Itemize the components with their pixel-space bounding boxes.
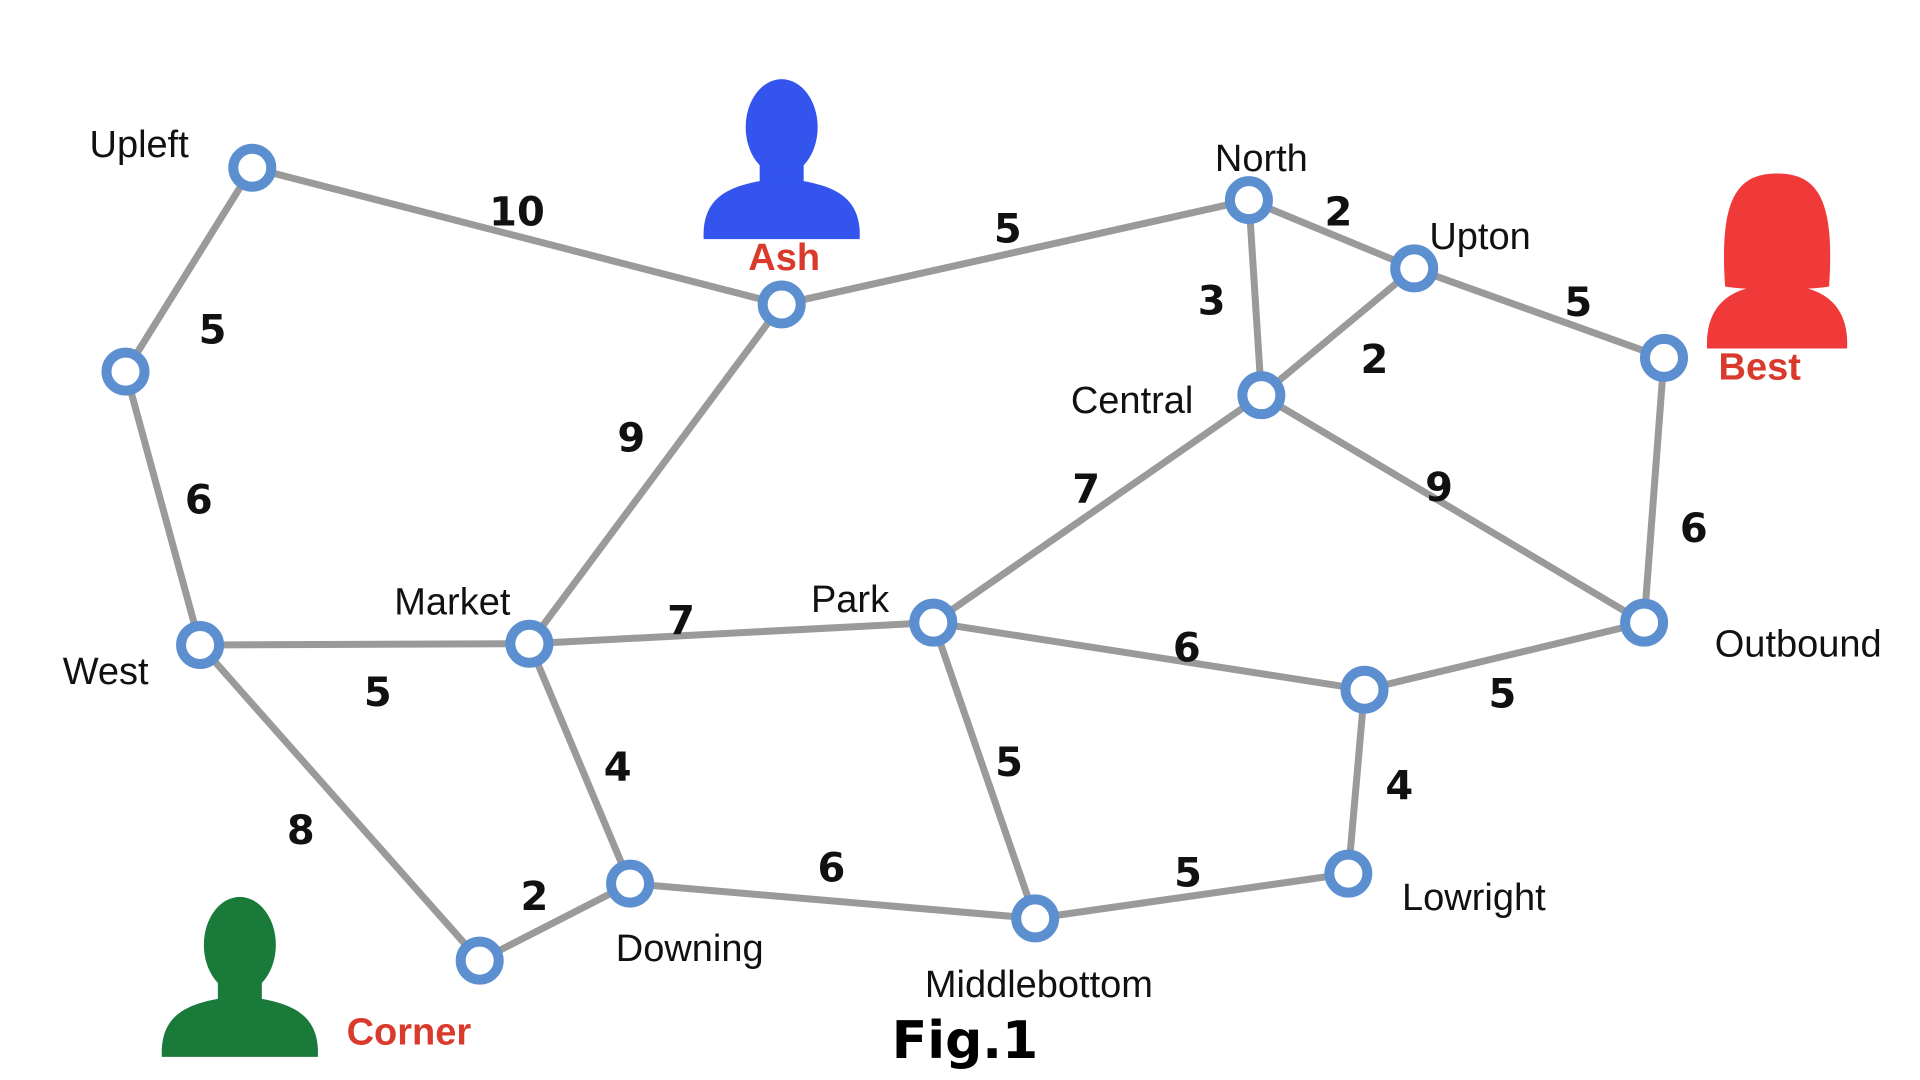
edge-upleft-left	[122, 164, 256, 376]
edge-weight-market-park: 7	[667, 598, 695, 644]
node-central	[1237, 371, 1286, 420]
node-upton	[1390, 244, 1439, 293]
node-downing	[606, 859, 655, 908]
edge-weights-layer: 10 5 6 5 8 2 4 9 7 5 6 5 7 6 5 2 3 2 9 5 6 5 4	[185, 189, 1708, 920]
node-label-middlebottom: Middlebottom	[925, 964, 1153, 1006]
node-lowright	[1324, 849, 1373, 898]
node-label-outbound: Outbound	[1715, 624, 1882, 666]
edge-weight-upleft-ash: 10	[489, 189, 545, 235]
male-user-icon-corner	[161, 896, 318, 1057]
node-label-west: West	[63, 651, 149, 693]
person-label-corner: Corner	[347, 1011, 472, 1053]
edge-weight-upton-best: 5	[1564, 280, 1592, 326]
edge-mid_right-outbound	[1361, 619, 1648, 694]
edge-market-downing	[525, 640, 634, 888]
female-user-icon-best	[1706, 173, 1848, 349]
node-label-upton: Upton	[1429, 216, 1530, 258]
edge-central-outbound	[1257, 391, 1648, 627]
edge-weight-central-upton: 2	[1361, 337, 1389, 383]
edges-layer	[122, 164, 1668, 965]
edge-park-central	[929, 391, 1265, 627]
edge-upton-best	[1410, 264, 1668, 362]
edge-ash-north	[778, 196, 1253, 308]
edge-mid_right-lowright	[1344, 686, 1369, 878]
nodes-layer	[101, 143, 1688, 985]
node-mid_right	[1340, 665, 1389, 714]
node-label-central: Central	[1071, 380, 1194, 422]
edge-weight-market-downing: 4	[604, 745, 632, 791]
node-best	[1640, 333, 1688, 382]
edge-weight-middlebottom-lowright: 5	[1174, 850, 1202, 896]
edge-weight-downing-middlebottom: 6	[817, 845, 845, 891]
edge-market-ash	[525, 300, 786, 648]
edge-weight-mid_right-outbound: 5	[1489, 671, 1517, 717]
edge-central-upton	[1257, 264, 1418, 399]
edge-weight-central-outbound: 9	[1425, 465, 1453, 511]
node-park	[909, 598, 958, 647]
node-ash	[757, 280, 806, 329]
edge-weight-mid_right-lowright: 4	[1385, 763, 1413, 809]
node-west	[176, 620, 225, 669]
edge-weight-corner-downing: 2	[520, 874, 548, 920]
edge-north-upton	[1245, 196, 1418, 272]
node-label-market: Market	[394, 581, 511, 623]
node-corner	[455, 936, 504, 985]
male-user-icon-ash	[703, 79, 860, 240]
edge-weight-best-outbound: 6	[1680, 506, 1708, 552]
edge-weight-west-corner: 8	[287, 808, 315, 854]
node-left	[101, 347, 150, 396]
edge-west-market	[196, 640, 533, 649]
person-label-best: Best	[1719, 347, 1802, 389]
node-label-park: Park	[811, 579, 890, 621]
edge-weight-park-middlebottom: 5	[995, 740, 1023, 786]
node-label-north: North	[1215, 138, 1308, 180]
edge-weight-market-ash: 9	[617, 415, 645, 461]
node-outbound	[1620, 598, 1669, 647]
edge-weight-north-central: 3	[1198, 279, 1226, 325]
node-label-downing: Downing	[616, 928, 764, 970]
edge-weight-north-upton: 2	[1324, 189, 1352, 235]
figure-caption: Fig.1	[892, 1011, 1039, 1071]
edge-middlebottom-lowright	[1031, 870, 1352, 922]
edge-park-middlebottom	[929, 619, 1039, 922]
edge-weight-west-market: 5	[364, 670, 392, 716]
node-upleft	[228, 143, 277, 192]
person-label-ash: Ash	[748, 237, 820, 279]
edge-park-mid_right	[929, 619, 1369, 694]
edge-best-outbound	[1640, 354, 1668, 627]
edge-weight-upleft-left: 5	[199, 307, 227, 353]
node-middlebottom	[1011, 894, 1060, 943]
edge-left-west	[122, 368, 204, 649]
edge-market-park	[525, 619, 937, 648]
edge-north-central	[1245, 196, 1265, 399]
edge-weight-park-central: 7	[1072, 466, 1100, 512]
edge-west-corner	[196, 641, 484, 965]
node-label-lowright: Lowright	[1402, 877, 1546, 919]
node-label-upleft: Upleft	[90, 124, 190, 166]
node-north	[1224, 176, 1273, 225]
edge-downing-middlebottom	[626, 880, 1039, 922]
edge-weight-left-west: 6	[185, 478, 213, 524]
edge-weight-park-mid_right: 6	[1173, 625, 1201, 671]
node-market	[505, 619, 554, 668]
edge-upleft-ash	[248, 164, 786, 308]
edge-weight-ash-north: 5	[994, 207, 1022, 253]
edge-corner-downing	[476, 880, 634, 965]
